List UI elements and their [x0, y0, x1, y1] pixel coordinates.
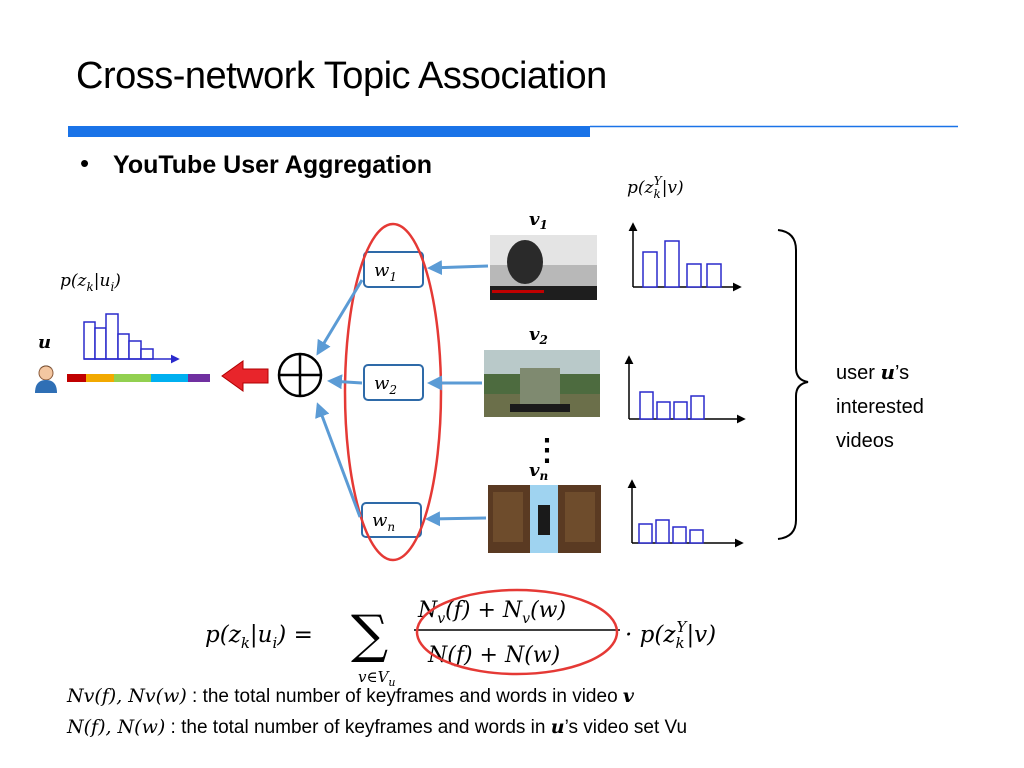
video-thumbnail-v1	[490, 235, 597, 300]
note-1-text: : the total number of keyframes and word…	[186, 686, 623, 707]
right-brace-icon	[777, 229, 809, 540]
formula: p(zk|ui) = ∑ v∈Vu Nv(f) + Nv(w) N(f) + N…	[205, 598, 716, 689]
red-arrow-icon	[221, 360, 269, 392]
ellipsis: ⋮	[532, 433, 562, 468]
svg-text:· p(zkY|v): · p(zkY|v)	[625, 618, 716, 652]
video-label-v1: v1	[529, 209, 548, 232]
svg-text:∑: ∑	[351, 605, 388, 665]
note-2-text: : the total number of keyframes and word…	[165, 717, 551, 738]
video-topic-label: p(zkY|v)	[627, 174, 684, 201]
interest-suffix: ’s	[895, 362, 910, 384]
note-2-math: N(f), N(w)	[67, 716, 166, 738]
weight-box-w2	[363, 364, 424, 401]
interest-line2: interested	[836, 396, 924, 418]
video-label-v2: v2	[529, 324, 548, 347]
interest-prefix: user	[836, 362, 881, 384]
user-topic-label: p(zk|ui)	[60, 271, 121, 294]
user-label: u	[38, 332, 51, 353]
note-2-tail2: ’s video set Vu	[564, 717, 688, 738]
weight-box-w1	[363, 251, 424, 288]
arrow-w1-combine	[316, 279, 364, 356]
weights-highlight-ellipse	[343, 222, 443, 562]
fraction-highlight-ellipse	[415, 588, 619, 676]
svg-text:Nv(f) + Nv(w): Nv(f) + Nv(w)	[417, 598, 566, 627]
bullet-dot: •	[80, 148, 90, 178]
note-2: N(f), N(w) : the total number of keyfram…	[67, 716, 687, 739]
user-topic-bar	[67, 374, 210, 382]
video-thumbnail-v2	[484, 350, 600, 417]
arrow-vn-wn	[425, 511, 487, 527]
title-bar-thick	[68, 126, 590, 137]
note-1-tail: v	[622, 685, 634, 707]
interest-var: u	[880, 360, 896, 384]
svg-text:p(zk|ui) =: p(zk|ui) =	[205, 622, 313, 652]
arrow-v1-w1	[427, 260, 489, 276]
arrow-w2-combine	[327, 374, 363, 390]
svg-text:v∈Vu: v∈Vu	[358, 668, 396, 689]
video-histogram-vn	[627, 479, 744, 548]
svg-text:N(f) + N(w): N(f) + N(w)	[427, 643, 560, 668]
page-title: Cross-network Topic Association	[76, 55, 607, 97]
circle-plus-icon	[277, 352, 323, 398]
user-histogram	[83, 313, 154, 360]
user-icon	[35, 365, 57, 393]
note-2-tail: u	[550, 716, 565, 738]
interest-line3: videos	[836, 430, 894, 452]
bullet-heading: YouTube User Aggregation	[113, 151, 432, 179]
note-1: Nv(f), Nv(w) : the total number of keyfr…	[67, 685, 634, 708]
arrow-wn-combine	[315, 402, 362, 518]
video-thumbnail-vn	[488, 485, 601, 553]
note-1-math: Nv(f), Nv(w)	[67, 685, 187, 707]
video-histogram-v2	[624, 355, 746, 424]
interest-label: user u’s interested videos	[836, 355, 924, 458]
video-histogram-v1	[628, 222, 742, 292]
